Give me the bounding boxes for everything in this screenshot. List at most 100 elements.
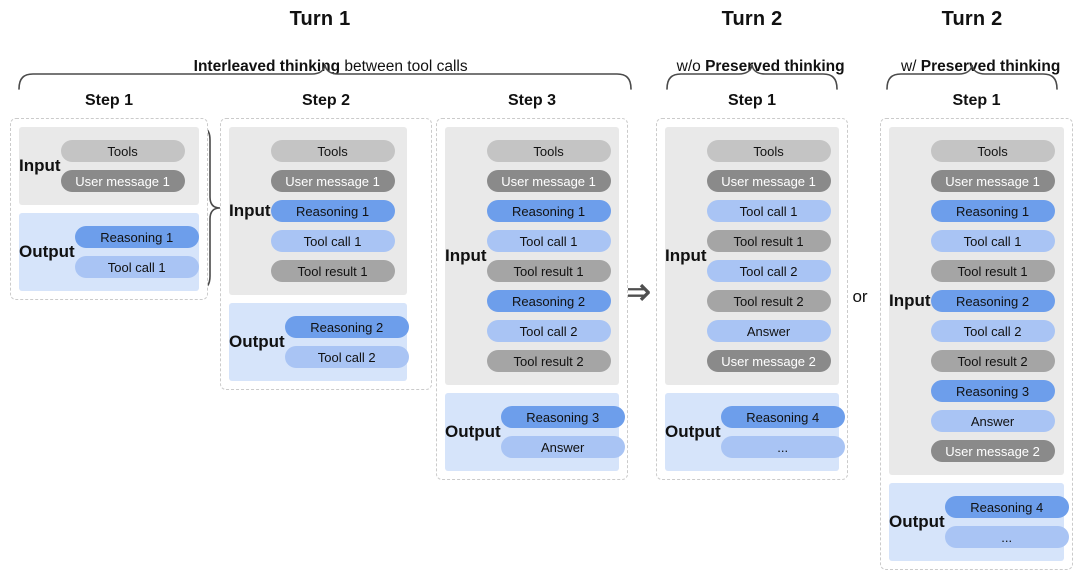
- pill-tool-result-1: Tool result 1: [486, 260, 611, 282]
- turn2-without-group-brace: [666, 64, 838, 90]
- pill-tool-call-1: Tool call 1: [930, 230, 1055, 252]
- pill-user-message-1: User message 1: [486, 170, 611, 192]
- turn2-without-step1-input-label: Input: [665, 246, 707, 265]
- pill-reasoning-1: Reasoning 1: [270, 200, 395, 222]
- turn2-with-subtitle: w/ Preserved thinking: [860, 40, 1080, 94]
- turn2-with-group-brace: [886, 64, 1058, 90]
- pill-answer: Answer: [930, 410, 1055, 432]
- step-label-turn1-step3: Step 3: [507, 92, 556, 109]
- pill-tools: Tools: [706, 140, 831, 162]
- pill-ellipsis: ...: [720, 436, 845, 458]
- turn1-step3-output-pills: Reasoning 3 Answer: [500, 406, 625, 458]
- pill-tool-result-2: Tool result 2: [486, 350, 611, 372]
- step-label-turn1-step2: Step 2: [301, 92, 350, 109]
- turn2-with-title: Turn 2: [941, 8, 1003, 30]
- pill-user-message-2: User message 2: [706, 350, 831, 372]
- pill-answer: Answer: [500, 436, 625, 458]
- pill-tool-call-2: Tool call 2: [930, 320, 1055, 342]
- turn1-step2-output-label: Output: [229, 332, 285, 351]
- pill-tool-call-2: Tool call 2: [706, 260, 831, 282]
- pill-reasoning-4: Reasoning 4: [720, 406, 845, 428]
- step-label-turn2-without-step1: Step 1: [727, 92, 776, 109]
- turn2-without-step1-output-pills: Reasoning 4...: [720, 406, 845, 458]
- turn2-without-subtitle-prefix: w/o: [676, 58, 706, 75]
- turn2-without-subtitle: w/o Preserved thinking: [640, 40, 864, 94]
- pill-reasoning-2: Reasoning 2: [930, 290, 1055, 312]
- turn1-subtitle: Interleaved thinking between tool calls: [120, 40, 524, 94]
- pill-user-message-1: User message 1: [270, 170, 395, 192]
- step-label-turn1-step1: Step 1: [84, 92, 133, 109]
- pill-tools: Tools: [930, 140, 1055, 162]
- turn1-step3-output-label: Output: [445, 422, 501, 441]
- turn1-title: Turn 1: [289, 8, 351, 30]
- turn1-step2-output-pills: Reasoning 2 Tool call 2: [284, 316, 409, 368]
- pill-tool-call-1: Tool call 1: [706, 200, 831, 222]
- pill-user-message-1: User message 1: [930, 170, 1055, 192]
- pill-reasoning-2: Reasoning 2: [284, 316, 409, 338]
- pill-tools: Tools: [60, 140, 185, 162]
- pill-tool-call-2: Tool call 2: [284, 346, 409, 368]
- turn2-with-subtitle-bold: Preserved thinking: [920, 58, 1061, 75]
- turn2-with-step1-output-pills: Reasoning 4...: [944, 496, 1069, 548]
- pill-tool-call-2: Tool call 2: [486, 320, 611, 342]
- pill-tool-result-1: Tool result 1: [930, 260, 1055, 282]
- pill-tool-result-1: Tool result 1: [270, 260, 395, 282]
- pill-tool-result-2: Tool result 2: [930, 350, 1055, 372]
- turn1-step3-input-label: Input: [445, 246, 487, 265]
- turn2-with-step1-input-label: Input: [889, 291, 931, 310]
- pill-reasoning-1: Reasoning 1: [930, 200, 1055, 222]
- turn2-without-title: Turn 2: [721, 8, 783, 30]
- or-label: or: [852, 287, 868, 306]
- turn2-without-subtitle-bold: Preserved thinking: [705, 58, 845, 75]
- pill-user-message-1: User message 1: [60, 170, 185, 192]
- turn2-with-step1-output-label: Output: [889, 512, 945, 531]
- turn1-group-brace: [18, 64, 632, 90]
- pill-user-message-2: User message 2: [930, 440, 1055, 462]
- pill-reasoning-1: Reasoning 1: [486, 200, 611, 222]
- pill-answer: Answer: [706, 320, 831, 342]
- turn1-step1-input-label: Input: [19, 156, 61, 175]
- pill-reasoning-4: Reasoning 4: [944, 496, 1069, 518]
- pill-tool-call-1: Tool call 1: [486, 230, 611, 252]
- turn2-without-step1-output-label: Output: [665, 422, 721, 441]
- turn2-with-subtitle-prefix: w/: [900, 58, 921, 75]
- pill-tools: Tools: [486, 140, 611, 162]
- pill-reasoning-1: Reasoning 1: [74, 226, 199, 248]
- turn1-subtitle-bold: Interleaved thinking: [193, 58, 341, 75]
- pill-tool-result-1: Tool result 1: [706, 230, 831, 252]
- turn1-subtitle-rest: between tool calls: [340, 58, 468, 75]
- pill-reasoning-2: Reasoning 2: [486, 290, 611, 312]
- pill-user-message-1: User message 1: [706, 170, 831, 192]
- pill-ellipsis: ...: [944, 526, 1069, 548]
- pill-tool-call-1: Tool call 1: [270, 230, 395, 252]
- turn1-step1-output-pills: Reasoning 1 Tool call 1: [74, 226, 199, 278]
- pill-tool-call-1: Tool call 1: [74, 256, 199, 278]
- pill-reasoning-3: Reasoning 3: [500, 406, 625, 428]
- pill-tool-result-2: Tool result 2: [706, 290, 831, 312]
- turn1-step1-output-label: Output: [19, 242, 75, 261]
- pill-reasoning-3: Reasoning 3: [930, 380, 1055, 402]
- turn1-step2-input-label: Input: [229, 201, 271, 220]
- step-label-turn2-with-step1: Step 1: [952, 92, 1001, 109]
- pill-tools: Tools: [270, 140, 395, 162]
